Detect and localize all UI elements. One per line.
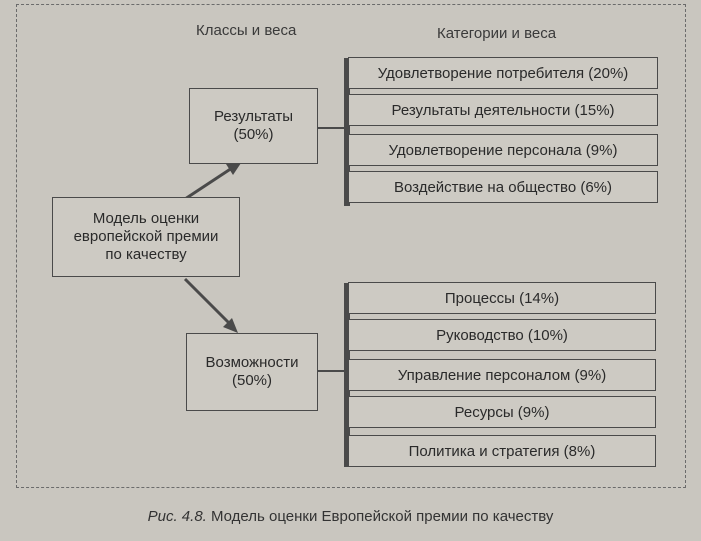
root-line-3: по качеству	[105, 246, 187, 263]
results-title: Результаты	[214, 108, 293, 125]
figure-frame	[16, 4, 686, 488]
arrow-to-capabilities	[183, 277, 232, 326]
arrow-to-results	[184, 166, 233, 201]
capabilities-title: Возможности	[205, 354, 299, 371]
caption-prefix: Рис. 4.8.	[147, 508, 207, 525]
caption-text: Модель оценки Европейской премии по каче…	[206, 508, 554, 525]
root-line-1: Модель оценки	[92, 210, 200, 227]
results-category: Удовлетворение персонала (9%)	[348, 134, 658, 166]
capabilities-category: Руководство (10%)	[348, 319, 656, 351]
root-model-box: Модель оценки европейской премии по каче…	[52, 197, 240, 277]
results-bracket-bar	[344, 58, 350, 206]
categories-header: Категории и веса	[437, 25, 557, 42]
capabilities-bracket-bar	[344, 283, 350, 467]
results-category: Воздействие на общество (6%)	[348, 171, 658, 203]
capabilities-category: Процессы (14%)	[348, 282, 656, 314]
capabilities-class-box: Возможности (50%)	[186, 333, 318, 411]
root-line-2: европейской премии	[73, 228, 219, 245]
classes-header: Классы и веса	[196, 22, 297, 39]
results-weight: (50%)	[233, 126, 274, 143]
capabilities-weight: (50%)	[231, 372, 272, 389]
capabilities-category: Ресурсы (9%)	[348, 396, 656, 428]
figure-caption: Рис. 4.8. Модель оценки Европейской прем…	[0, 508, 701, 525]
arrow-head-capabilities	[223, 318, 238, 333]
capabilities-category: Управление персоналом (9%)	[348, 359, 656, 391]
capabilities-category: Политика и стратегия (8%)	[348, 435, 656, 467]
results-class-box: Результаты (50%)	[189, 88, 318, 164]
results-category: Удовлетворение потребителя (20%)	[348, 57, 658, 89]
arrow-head-results	[226, 163, 241, 175]
results-category: Результаты деятельности (15%)	[348, 94, 658, 126]
